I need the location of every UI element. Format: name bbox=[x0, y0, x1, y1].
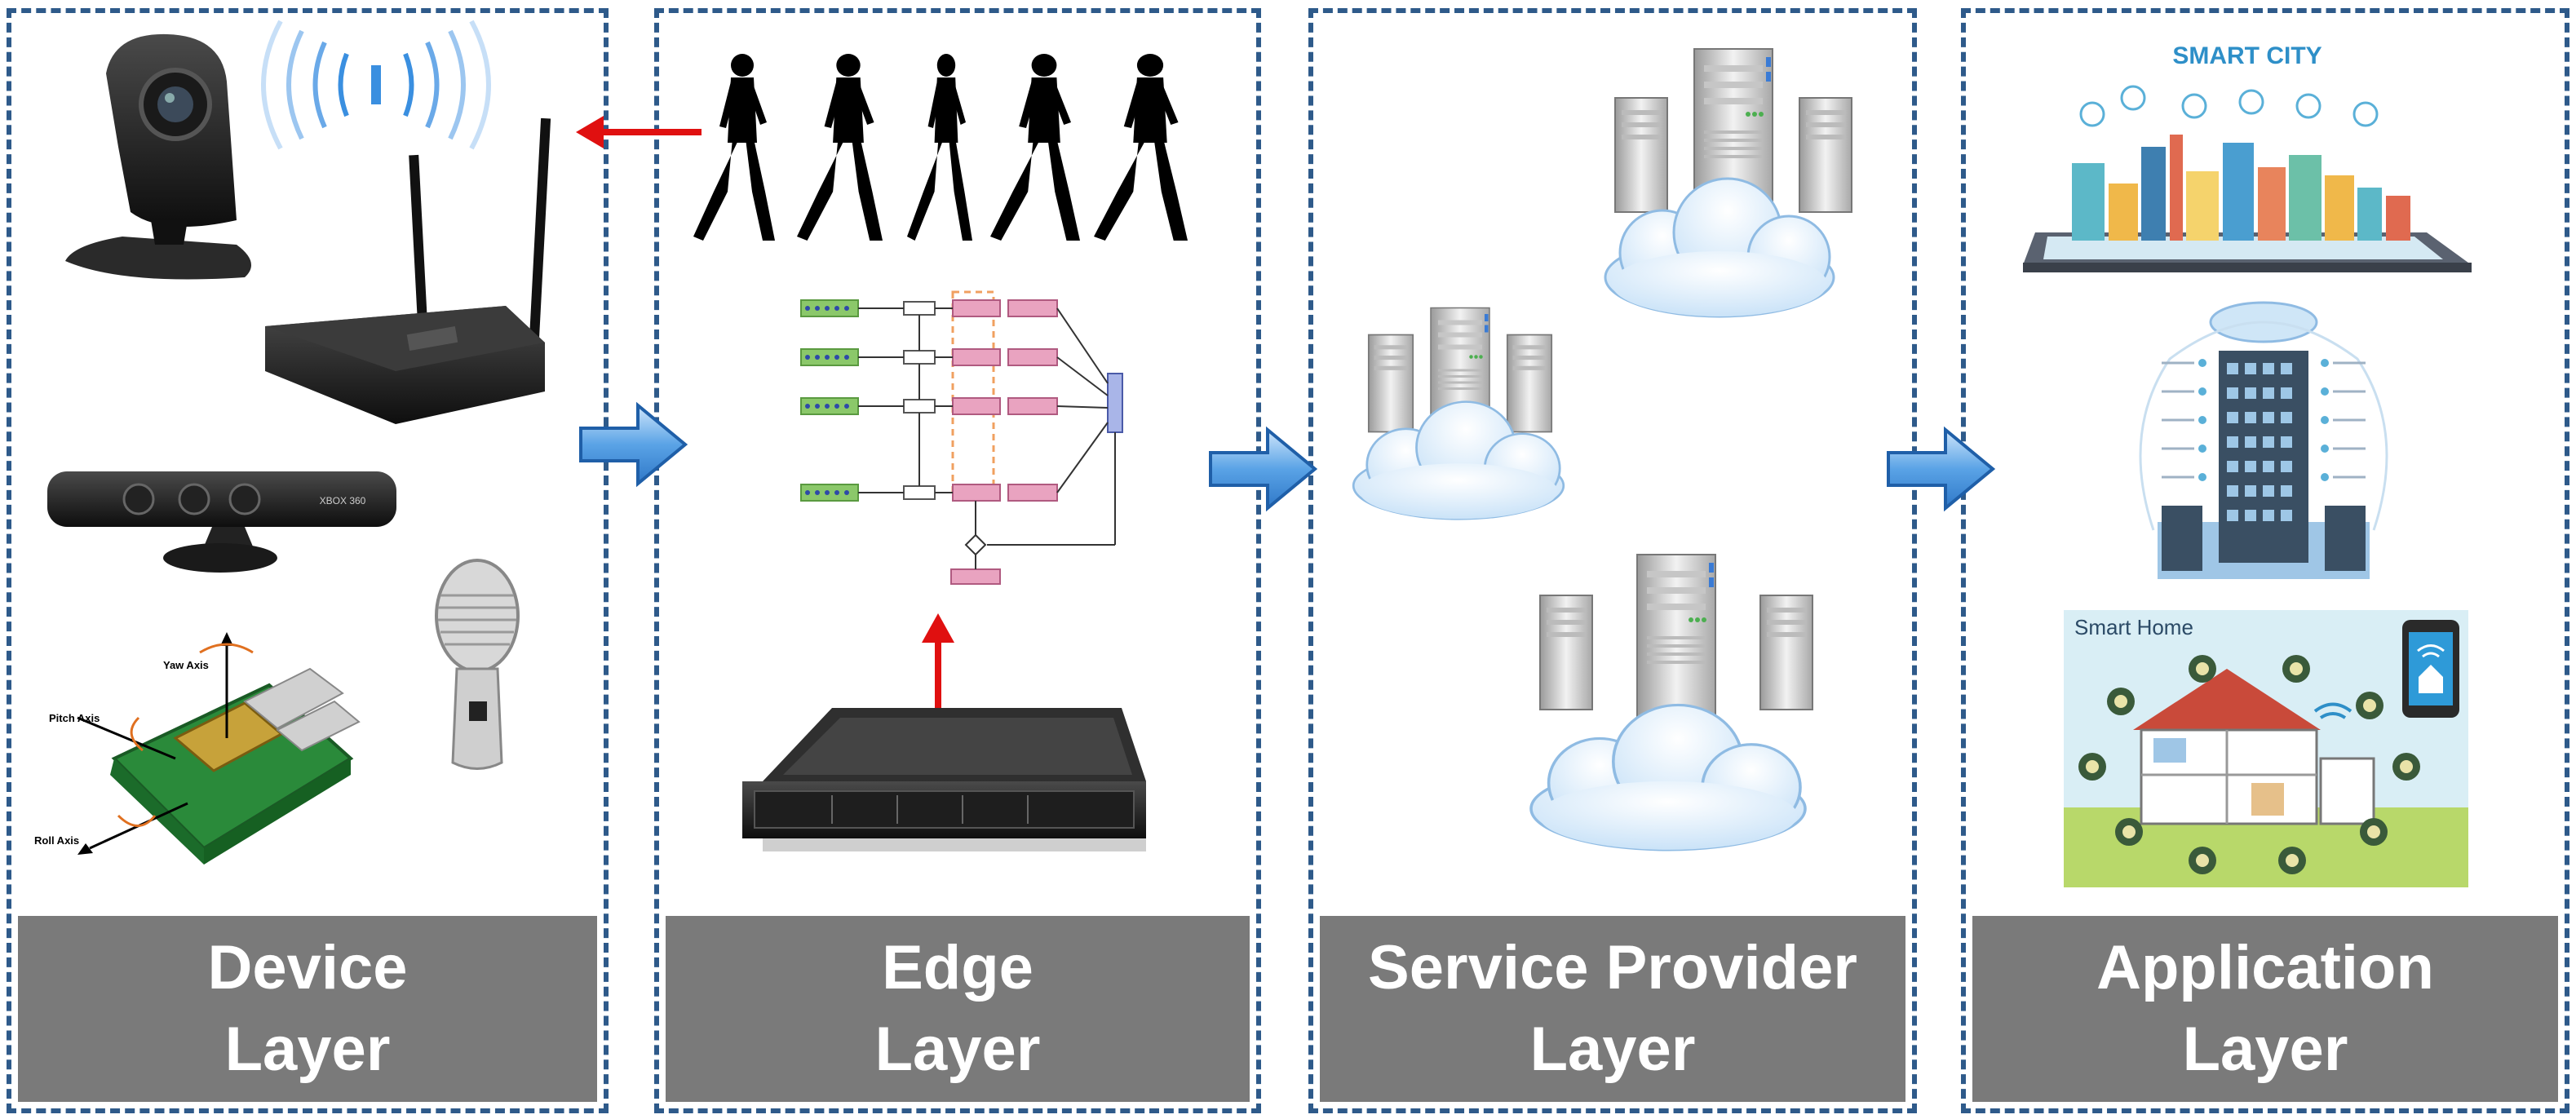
microphone-icon bbox=[435, 559, 520, 770]
flow-arrow-edge-to-service bbox=[1209, 428, 1317, 510]
red-arrow-up-icon bbox=[922, 613, 954, 718]
security-camera-icon bbox=[65, 33, 251, 280]
smart-city-icon: SMART CITY bbox=[2023, 42, 2472, 272]
device-layer-panel: Device Layer bbox=[7, 8, 609, 1113]
kinect-sensor-icon: XBOX 360 bbox=[47, 471, 396, 573]
service-provider-layer-label-line1: Service Provider bbox=[1368, 933, 1857, 1002]
edge-layer-label-line2: Layer bbox=[874, 1015, 1041, 1084]
flow-arrow-device-to-edge bbox=[579, 404, 687, 485]
application-layer-label: Application Layer bbox=[1972, 916, 2558, 1102]
service-provider-layer-label-line2: Layer bbox=[1529, 1015, 1696, 1084]
application-layer-label-line1: Application bbox=[2096, 933, 2434, 1002]
smart-city-title: SMART CITY bbox=[2172, 42, 2321, 69]
edge-layer-label-line1: Edge bbox=[882, 933, 1033, 1002]
smart-home-title: Smart Home bbox=[2074, 615, 2193, 639]
cloud-server-middle-icon bbox=[1352, 307, 1565, 520]
edge-layer-label: Edge Layer bbox=[666, 916, 1250, 1102]
red-arrow-left-icon bbox=[576, 116, 702, 148]
rack-server-icon bbox=[742, 708, 1146, 851]
roll-axis-label: Roll Axis bbox=[34, 834, 79, 847]
service-provider-layer-label: Service Provider Layer bbox=[1320, 916, 1905, 1102]
wifi-icon bbox=[261, 20, 491, 150]
router-icon bbox=[265, 117, 551, 424]
kinect-brand-text: XBOX 360 bbox=[320, 495, 366, 506]
sensor-board-icon: Yaw Axis Pitch Axis Roll Axis bbox=[34, 632, 361, 865]
smart-building-icon bbox=[2139, 301, 2388, 579]
neural-network-diagram-icon bbox=[800, 290, 1123, 585]
walking-people-icon bbox=[693, 54, 1188, 241]
device-layer-label-line2: Layer bbox=[224, 1015, 391, 1084]
application-layer-label-line2: Layer bbox=[2182, 1015, 2348, 1084]
pitch-axis-label: Pitch Axis bbox=[49, 712, 100, 724]
device-layer-label: Device Layer bbox=[18, 916, 597, 1102]
cloud-server-top-icon bbox=[1604, 48, 1852, 318]
device-layer-label-line1: Device bbox=[207, 933, 408, 1002]
cloud-server-bottom-icon bbox=[1529, 554, 1813, 851]
yaw-axis-label: Yaw Axis bbox=[163, 659, 209, 671]
smart-home-icon: Smart Home bbox=[2064, 610, 2468, 887]
flow-arrow-service-to-application bbox=[1887, 428, 1994, 510]
